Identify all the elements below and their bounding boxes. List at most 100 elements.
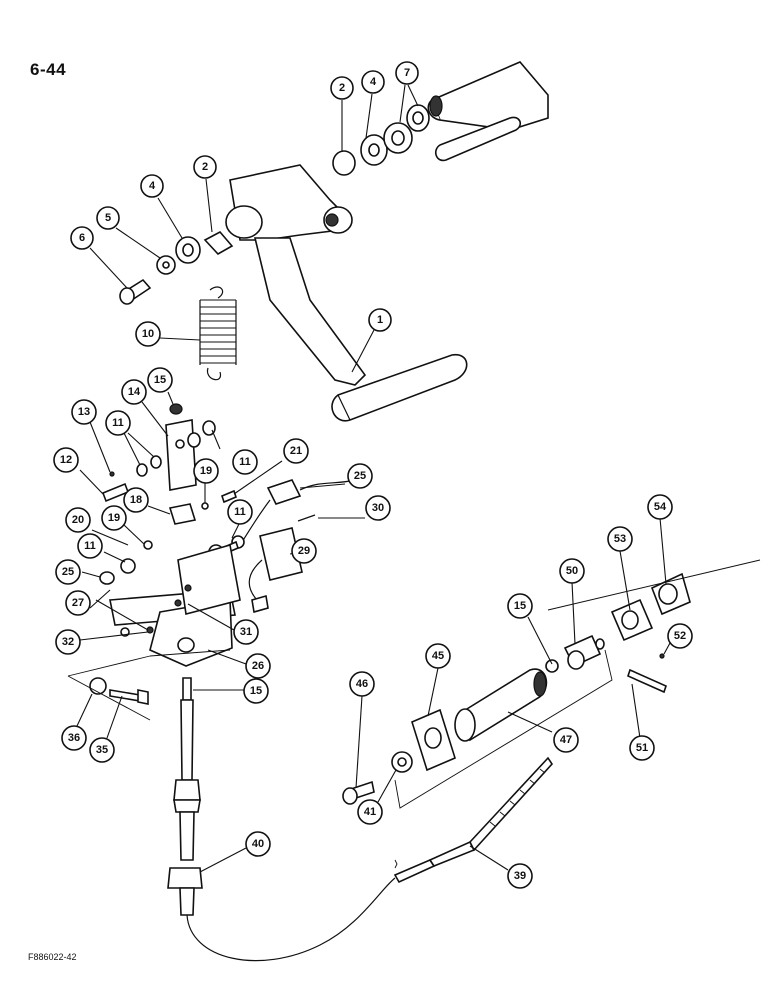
svg-text:41: 41 (364, 806, 376, 818)
callout-31: 31 (233, 619, 259, 645)
callout-13: 13 (71, 399, 97, 425)
callout-19-a: 19 (193, 458, 219, 484)
svg-text:27: 27 (72, 597, 84, 609)
svg-text:15: 15 (514, 600, 526, 612)
callout-25-a: 25 (347, 463, 373, 489)
callout-25-b: 25 (55, 559, 81, 585)
callout-2-left: 2 (193, 155, 217, 179)
callout-41: 41 (357, 799, 383, 825)
callout-19-b: 19 (101, 505, 127, 531)
callout-12: 12 (53, 447, 79, 473)
svg-text:40: 40 (252, 838, 264, 850)
svg-text:2: 2 (339, 82, 345, 94)
figure-code: F886022-42 (28, 952, 77, 962)
svg-text:52: 52 (674, 630, 686, 642)
callout-51: 51 (629, 735, 655, 761)
callout-18: 18 (123, 487, 149, 513)
callout-30: 30 (365, 495, 391, 521)
callout-29: 29 (291, 538, 317, 564)
svg-text:5: 5 (105, 212, 111, 224)
svg-text:11: 11 (84, 540, 96, 552)
callout-52: 52 (667, 623, 693, 649)
bracket-bolt (67, 649, 231, 721)
callout-1: 1 (368, 308, 392, 332)
svg-text:4: 4 (370, 76, 377, 88)
svg-text:35: 35 (96, 744, 108, 756)
svg-text:13: 13 (78, 406, 90, 418)
callout-11-d: 11 (77, 533, 103, 559)
left-bushings (119, 230, 234, 305)
svg-text:19: 19 (108, 512, 120, 524)
callout-47: 47 (553, 727, 579, 753)
callout-6: 6 (70, 226, 94, 250)
cylinder-assembly (342, 559, 761, 809)
callout-14: 14 (121, 379, 147, 405)
svg-text:4: 4 (149, 180, 156, 192)
svg-text:18: 18 (130, 494, 142, 506)
mounting-bracket (99, 540, 241, 667)
control-cable (167, 677, 396, 962)
svg-text:21: 21 (290, 445, 302, 457)
callout-15-top: 15 (147, 367, 173, 393)
svg-text:11: 11 (112, 417, 124, 429)
svg-text:47: 47 (560, 734, 572, 746)
callout-26: 26 (245, 653, 271, 679)
svg-text:39: 39 (514, 870, 526, 882)
svg-text:25: 25 (354, 470, 366, 482)
callout-11-b: 11 (232, 449, 258, 475)
callout-40: 40 (245, 831, 271, 857)
svg-text:50: 50 (566, 565, 578, 577)
callout-50: 50 (559, 558, 585, 584)
svg-text:2: 2 (202, 161, 208, 173)
svg-text:11: 11 (234, 506, 246, 518)
svg-text:36: 36 (68, 732, 80, 744)
callout-39: 39 (507, 863, 533, 889)
svg-text:15: 15 (154, 374, 166, 386)
callout-11-a: 11 (105, 410, 131, 436)
svg-text:19: 19 (200, 465, 212, 477)
svg-text:12: 12 (60, 454, 72, 466)
svg-text:25: 25 (62, 566, 74, 578)
svg-text:20: 20 (72, 514, 84, 526)
brake-pedal (225, 164, 468, 422)
svg-text:32: 32 (62, 636, 74, 648)
callouts: 2 4 7 2 4 5 6 10 1 15 14 13 11 11 12 21 … (53, 61, 693, 889)
page-number: 6-44 (30, 60, 67, 79)
callout-45: 45 (425, 643, 451, 669)
svg-text:15: 15 (250, 685, 262, 697)
svg-text:26: 26 (252, 660, 264, 672)
callout-54: 54 (647, 494, 673, 520)
callout-15-cable: 15 (243, 678, 269, 704)
callout-4-left: 4 (140, 174, 164, 198)
callout-32: 32 (55, 629, 81, 655)
svg-text:14: 14 (128, 386, 141, 398)
callout-2-upper: 2 (330, 76, 354, 100)
callout-53: 53 (607, 526, 633, 552)
svg-text:30: 30 (372, 502, 384, 514)
callout-4-upper: 4 (361, 70, 385, 94)
svg-text:46: 46 (356, 678, 368, 690)
callout-11-c: 11 (227, 499, 253, 525)
svg-text:51: 51 (636, 742, 648, 754)
callout-15-cylinder: 15 (507, 593, 533, 619)
callout-21: 21 (283, 438, 309, 464)
callout-20: 20 (65, 507, 91, 533)
svg-text:7: 7 (404, 67, 410, 79)
svg-text:11: 11 (239, 456, 251, 468)
callout-36: 36 (61, 725, 87, 751)
callout-7: 7 (395, 61, 419, 85)
actuator-rod (393, 756, 554, 884)
svg-text:10: 10 (142, 328, 154, 340)
svg-text:1: 1 (377, 314, 383, 326)
callout-10: 10 (135, 321, 161, 347)
callout-46: 46 (349, 671, 375, 697)
callout-35: 35 (89, 737, 115, 763)
callout-5: 5 (96, 206, 120, 230)
return-spring (199, 286, 237, 381)
callout-27: 27 (65, 590, 91, 616)
upper-bushings (332, 104, 430, 176)
pedal-shaft (427, 61, 549, 162)
svg-text:54: 54 (654, 501, 667, 513)
svg-text:53: 53 (614, 533, 626, 545)
